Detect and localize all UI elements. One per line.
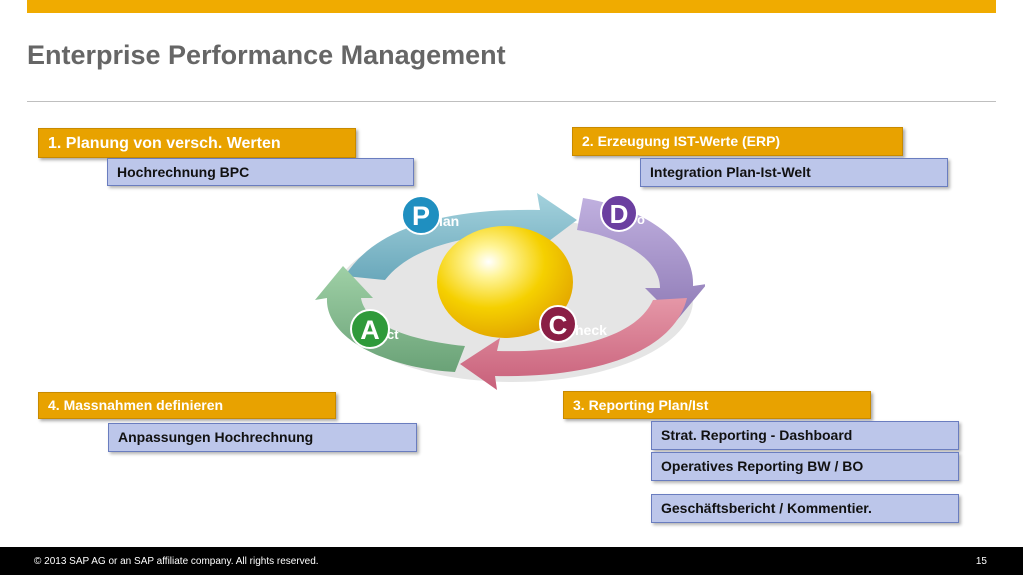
- step-plan-item: Hochrechnung BPC: [107, 158, 414, 186]
- step-check-item-2: Operatives Reporting BW / BO: [651, 452, 959, 481]
- step-check-item-3: Geschäftsbericht / Kommentier.: [651, 494, 959, 523]
- do-badge: D o: [600, 194, 645, 232]
- center-sphere: [437, 226, 573, 338]
- check-badge-letter: C: [549, 310, 568, 340]
- do-badge-letter: D: [610, 199, 629, 229]
- plan-badge: P lan: [401, 195, 459, 235]
- top-accent-bar: [27, 0, 996, 13]
- step-act-item: Anpassungen Hochrechnung: [108, 423, 417, 452]
- step-check-header: 3. Reporting Plan/Ist: [563, 391, 871, 419]
- footer-bar: © 2013 SAP AG or an SAP affiliate compan…: [0, 547, 1023, 575]
- act-badge-text: ct: [387, 327, 399, 342]
- check-badge-text: heck: [575, 322, 607, 338]
- page-title: Enterprise Performance Management: [27, 40, 506, 70]
- title-divider: [27, 101, 996, 102]
- pdca-cycle-diagram: P lan D o A ct C heck: [315, 193, 705, 390]
- page-number: 15: [975, 556, 987, 567]
- act-arrow: [315, 266, 465, 372]
- plan-badge-text: lan: [439, 213, 459, 229]
- step-do-header: 2. Erzeugung IST-Werte (ERP): [572, 127, 903, 156]
- plan-arrow: [345, 193, 577, 280]
- plan-badge-letter: P: [412, 201, 430, 231]
- act-badge-letter: A: [360, 315, 380, 345]
- step-check-item-1: Strat. Reporting - Dashboard: [651, 421, 959, 450]
- act-badge: A ct: [350, 309, 399, 349]
- step-do-item: Integration Plan-Ist-Welt: [640, 158, 948, 187]
- check-badge: C heck: [539, 305, 607, 343]
- check-arrow: [460, 298, 687, 390]
- footer-copyright: © 2013 SAP AG or an SAP affiliate compan…: [34, 556, 319, 567]
- step-act-header: 4. Massnahmen definieren: [38, 392, 336, 419]
- step-plan-header: 1. Planung von versch. Werten: [38, 128, 356, 158]
- do-badge-text: o: [637, 212, 645, 227]
